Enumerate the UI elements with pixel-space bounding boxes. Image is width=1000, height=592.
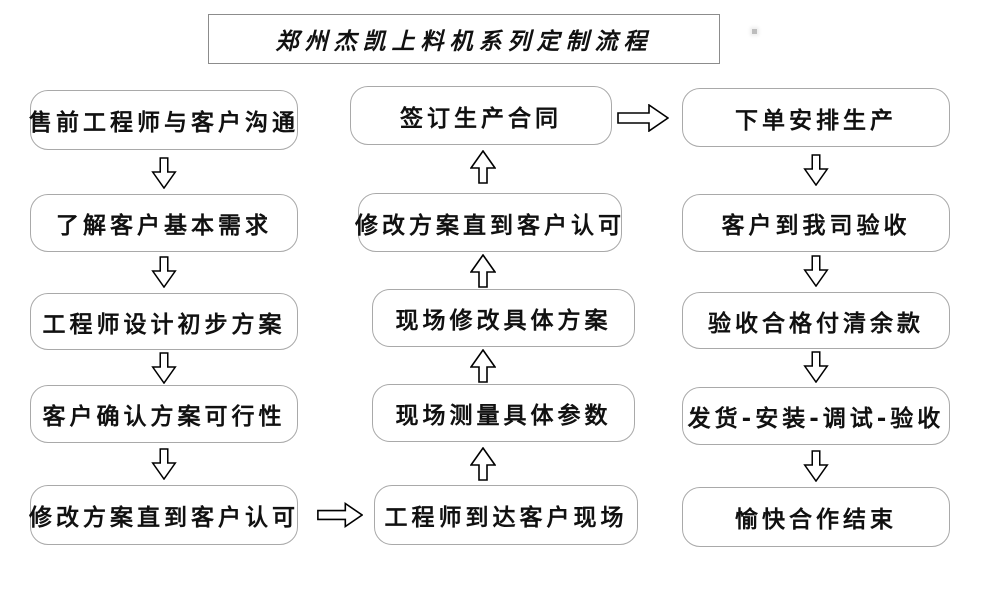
step-label: 工程师设计初步方案 [42,311,286,338]
step-label: 发货-安装-调试-验收 [687,406,945,432]
arrow-right-icon [617,104,669,132]
arrow-down-icon [151,448,177,480]
step-label: 修改方案直到客户认可 [355,212,625,239]
step-label: 售前工程师与客户沟通 [29,110,299,136]
step-preliminary-design: 工程师设计初步方案 [30,293,298,350]
step-label: 修改方案直到客户认可 [29,505,299,531]
arrow-down-icon [803,255,829,287]
step-onsite-measure-parameters: 现场测量具体参数 [372,384,635,442]
stray-dot-artifact [752,29,757,34]
step-revise-until-approved-1: 修改方案直到客户认可 [29,485,299,545]
arrow-up-icon [470,447,496,481]
step-label: 客户确认方案可行性 [42,404,286,430]
step-engineer-arrives-onsite: 工程师到达客户现场 [374,485,638,545]
step-onsite-revise-plan: 现场修改具体方案 [372,289,635,347]
step-understand-needs: 了解客户基本需求 [30,194,298,252]
step-happy-cooperation-end: 愉快合作结束 [682,487,950,547]
step-label: 签订生产合同 [400,105,562,132]
step-label: 现场测量具体参数 [395,403,612,429]
step-label: 客户到我司验收 [721,213,911,239]
step-customer-acceptance-visit: 客户到我司验收 [682,194,950,252]
step-presales-communication: 售前工程师与客户沟通 [29,90,299,150]
arrow-down-icon [151,157,177,189]
step-label: 愉快合作结束 [735,507,897,533]
step-ship-install-debug-accept: 发货-安装-调试-验收 [682,387,950,445]
flowchart-title-box: 郑州杰凯上料机系列定制流程 [208,14,720,64]
step-label: 下单安排生产 [735,107,897,134]
arrow-up-icon [470,349,496,383]
step-confirm-feasibility: 客户确认方案可行性 [30,385,298,443]
flowchart-title: 郑州杰凯上料机系列定制流程 [275,28,653,55]
step-label: 了解客户基本需求 [56,213,272,239]
arrow-down-icon [151,256,177,288]
step-label: 工程师到达客户现场 [384,505,628,531]
arrow-up-icon [470,254,496,288]
step-sign-contract: 签订生产合同 [350,86,612,145]
arrow-up-icon [470,150,496,184]
arrow-down-icon [803,351,829,383]
arrow-down-icon [803,154,829,186]
step-revise-until-approved-2: 修改方案直到客户认可 [355,193,625,252]
step-label: 现场修改具体方案 [395,308,612,334]
arrow-right-icon [317,502,363,528]
arrow-down-icon [151,352,177,384]
step-label: 验收合格付清余款 [708,310,924,337]
step-pay-balance: 验收合格付清余款 [682,292,950,349]
arrow-down-icon [803,450,829,482]
step-place-order-production: 下单安排生产 [682,88,950,147]
